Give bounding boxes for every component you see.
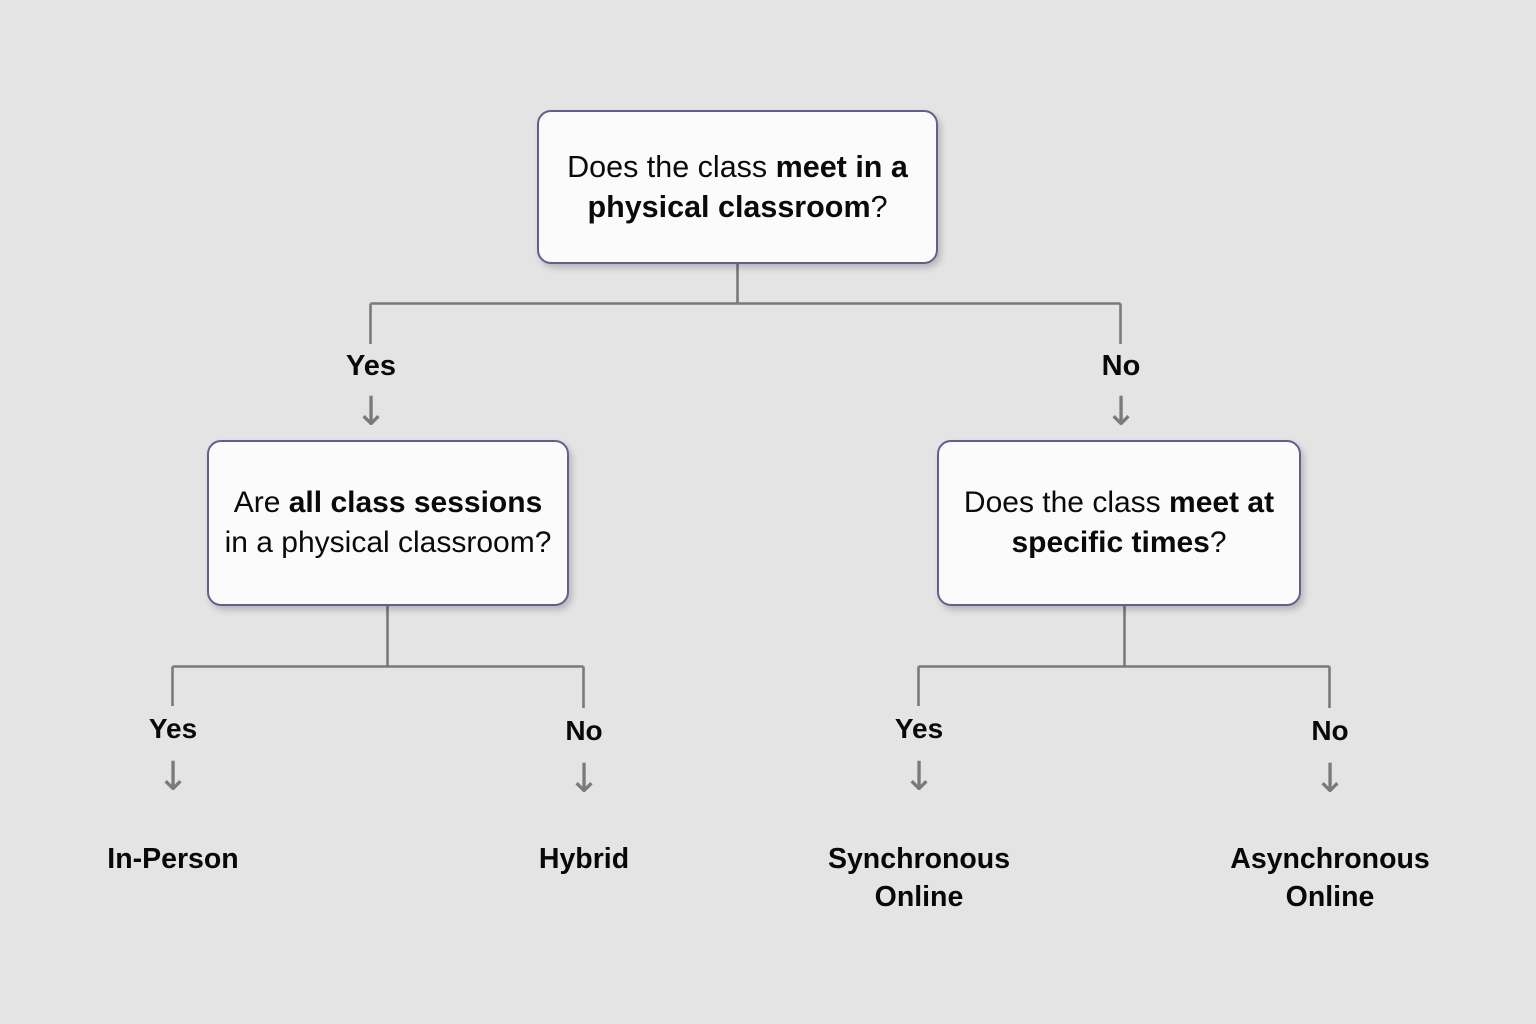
root-question-emphasis: meet in a physical classroom	[587, 149, 908, 224]
outcome-in-person: In-Person	[107, 843, 239, 875]
right-question-emphasis: meet at specific times	[1011, 486, 1275, 559]
root-question-prefix: Does the class	[567, 149, 776, 184]
decision-node-specific-times-text: Does the class meet at specific times?	[939, 483, 1299, 562]
decision-node-root[interactable]: Does the class meet in a physical classr…	[537, 110, 938, 264]
decision-node-all-sessions-text: Are all class sessions in a physical cla…	[209, 483, 567, 562]
left-question-prefix: Are	[233, 486, 289, 520]
edge-label-left-no: No	[565, 715, 603, 746]
right-question-suffix: ?	[1209, 526, 1227, 559]
edge-label-right-no: No	[1311, 715, 1349, 746]
arrow-down-icon-left-yes: ↓	[156, 754, 190, 800]
arrow-down-icon-left-no: ↓	[567, 756, 601, 802]
edge-label-left-yes: Yes	[148, 713, 198, 744]
left-question-suffix: in a physical classroom?	[224, 526, 552, 559]
root-question-suffix: ?	[870, 190, 888, 224]
edge-label-root-no: No	[1101, 350, 1141, 382]
right-question-prefix: Does the class	[963, 486, 1170, 520]
left-question-emphasis: all class sessions	[288, 486, 543, 520]
outcome-synchronous-online: Synchronous Online	[827, 843, 1011, 914]
outcome-hybrid: Hybrid	[538, 843, 630, 875]
decision-node-specific-times[interactable]: Does the class meet at specific times?	[937, 440, 1301, 606]
arrow-down-icon-root-yes: ↓	[354, 389, 388, 435]
decision-node-root-text: Does the class meet in a physical classr…	[539, 147, 936, 228]
edge-label-right-yes: Yes	[894, 713, 944, 744]
outcome-asynchronous-online: Asynchronous Online	[1230, 843, 1430, 914]
arrow-down-icon-right-no: ↓	[1313, 756, 1347, 802]
edge-label-root-yes: Yes	[346, 350, 396, 382]
decision-node-all-sessions[interactable]: Are all class sessions in a physical cla…	[207, 440, 569, 606]
arrow-down-icon-root-no: ↓	[1104, 389, 1138, 435]
arrow-down-icon-right-yes: ↓	[902, 754, 936, 800]
